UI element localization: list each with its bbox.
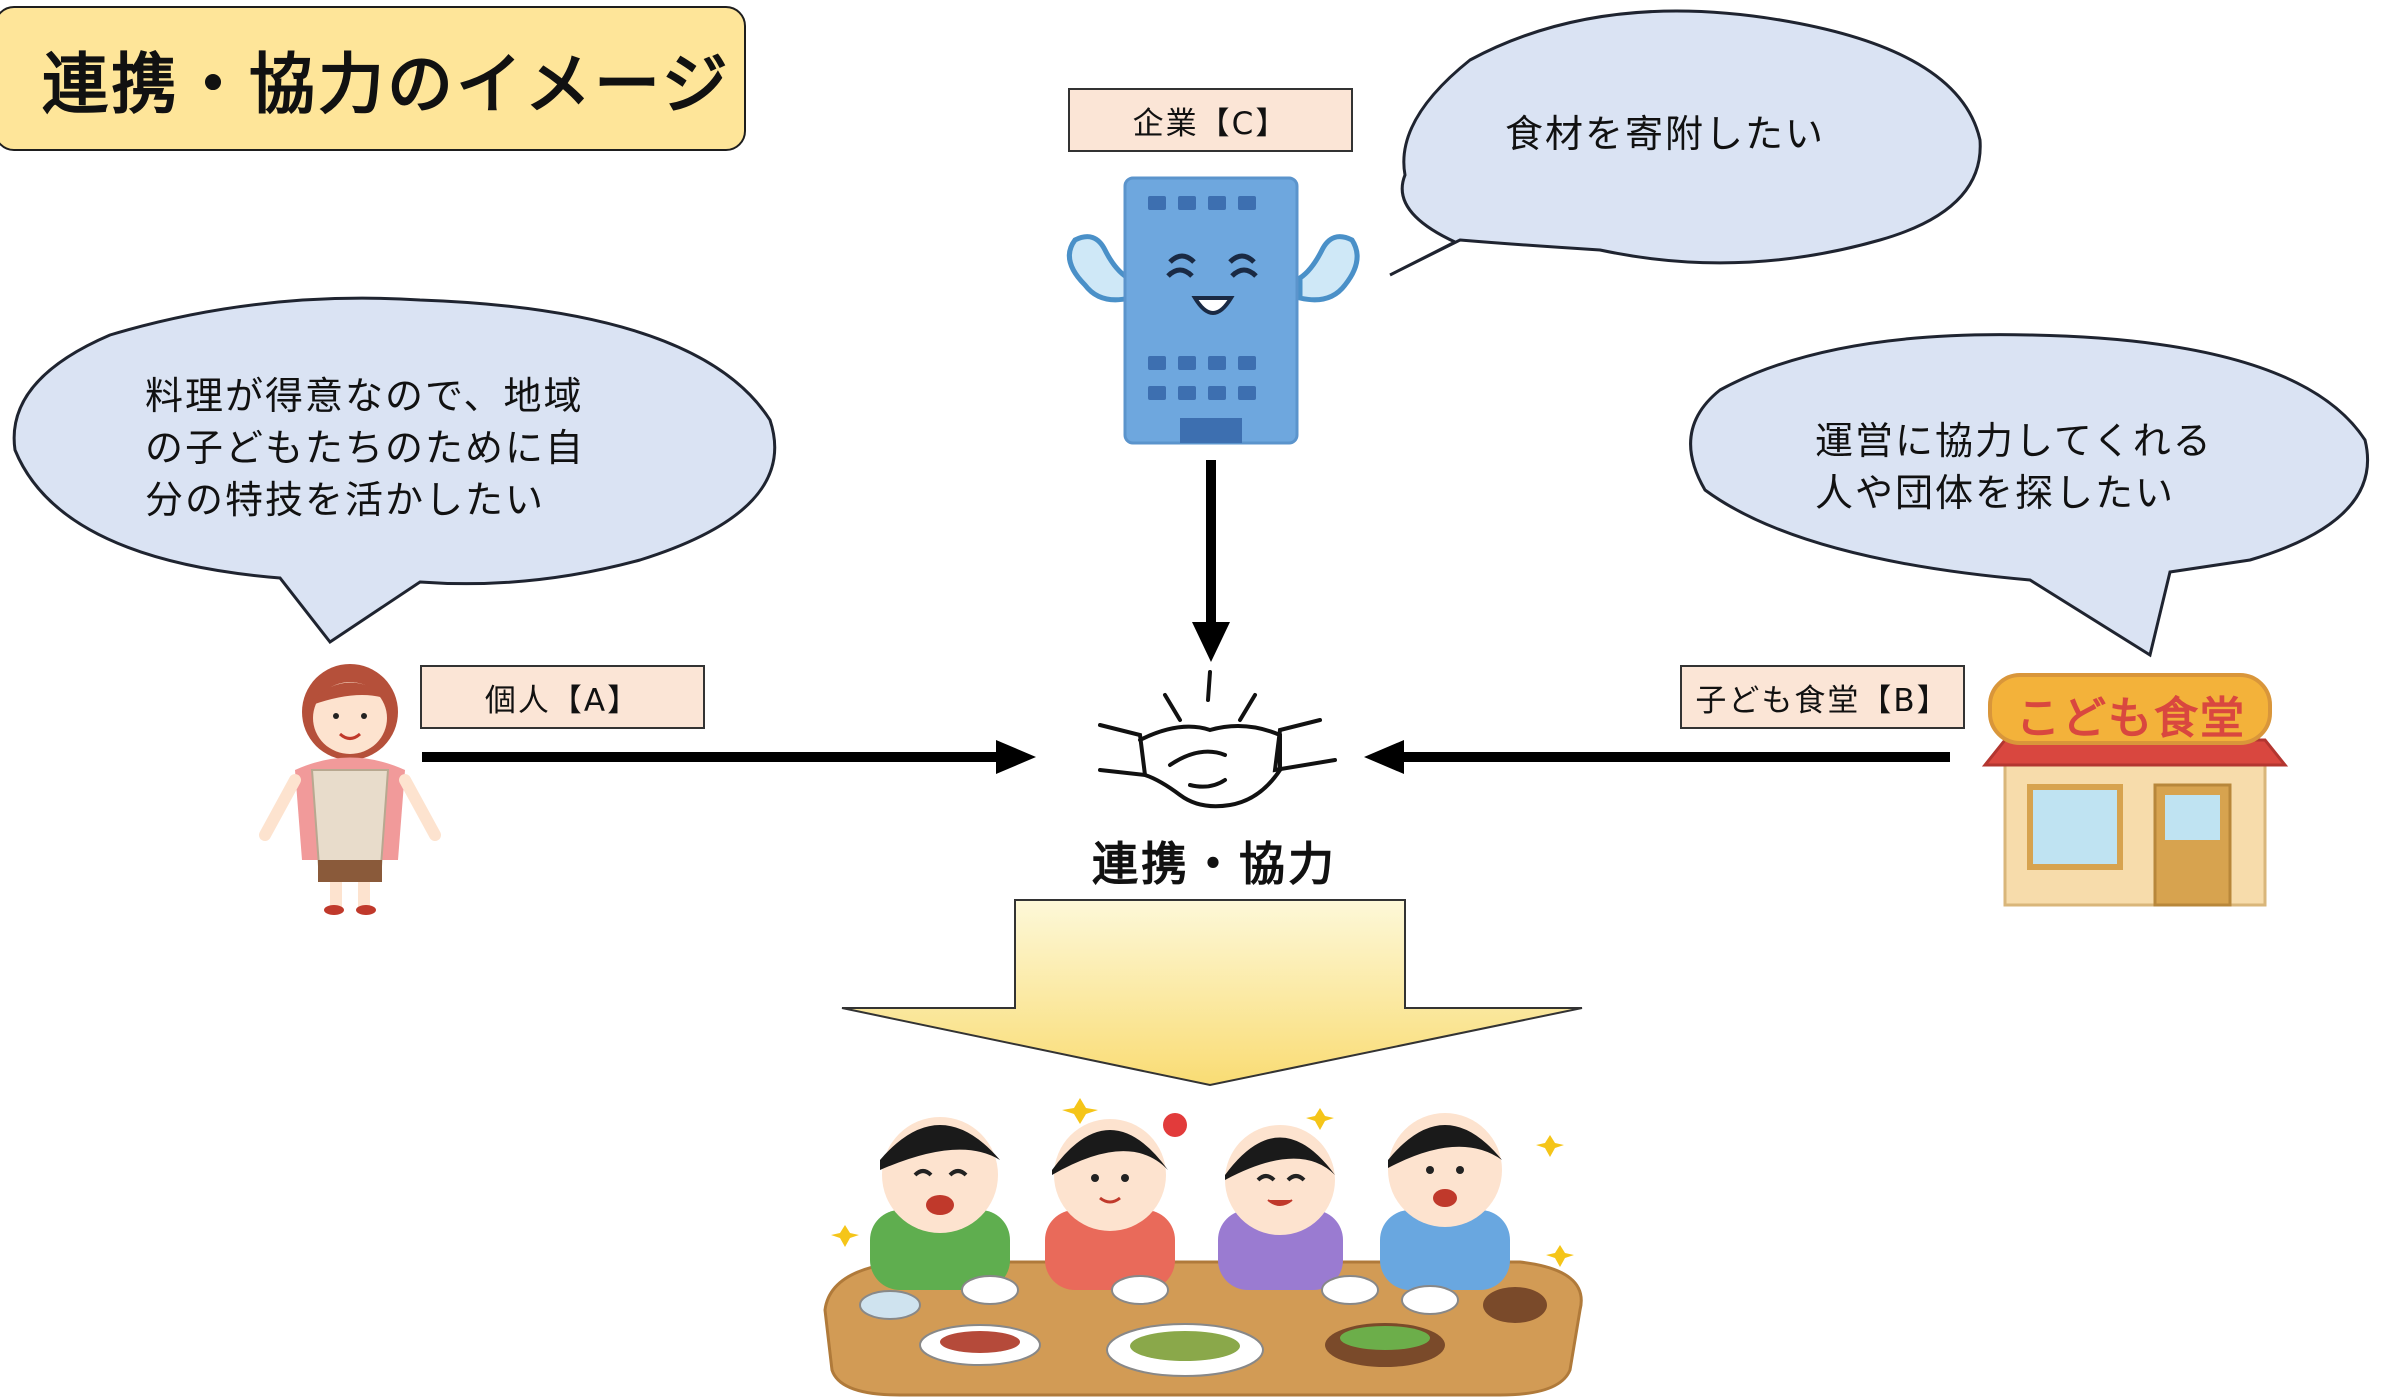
cafeteria-speech-bubble: [1689, 333, 2370, 658]
individual-label-text: 個人【A】: [484, 682, 641, 719]
woman-in-apron-icon: [259, 664, 441, 915]
arrow-cafeteria-to-center: [1364, 740, 1950, 774]
individual-label: 個人【A】: [420, 665, 705, 729]
children-eating-together-icon: [823, 1098, 1583, 1397]
handshake-icon: [1098, 670, 1337, 809]
cafeteria-speech-text: 運営に協力してくれる 人や団体を探したい: [1815, 415, 2213, 519]
cafeteria-speech-line-1: 運営に協力してくれる: [1815, 419, 2213, 463]
individual-speech-text: 料理が得意なので、地域 の子どもたちのために自 分の特技を活かしたい: [145, 370, 585, 526]
cafeteria-speech-line-2: 人や団体を探したい: [1815, 471, 2176, 515]
company-label-text: 企業【C】: [1132, 105, 1289, 142]
individual-speech-line-3: 分の特技を活かしたい: [145, 478, 546, 522]
company-speech-text: 食材を寄附したい: [1505, 108, 1825, 160]
kodomo-shokudo-building-icon: [1981, 673, 2289, 907]
cafeteria-label-text: 子ども食堂【B】: [1695, 682, 1950, 719]
company-label: 企業【C】: [1068, 88, 1353, 152]
individual-speech-line-2: の子どもたちのために自: [145, 426, 586, 470]
cafeteria-sign-text: こども食堂: [2016, 693, 2246, 744]
individual-speech-bubble: [12, 296, 777, 645]
cafeteria-label: 子ども食堂【B】: [1680, 665, 1965, 729]
title-box: 連携・協力のイメージ: [0, 6, 746, 151]
page-title: 連携・協力のイメージ: [42, 45, 731, 123]
center-label: 連携・協力: [1092, 837, 1337, 891]
arrow-company-to-center: [1192, 460, 1230, 662]
company-speech-bubble: [1389, 9, 1982, 277]
result-block-arrow: [841, 899, 1583, 1087]
company-speech-line: 食材を寄附したい: [1505, 112, 1826, 156]
arrow-individual-to-center: [422, 740, 1036, 774]
individual-speech-line-1: 料理が得意なので、地域: [145, 374, 584, 418]
office-building-character-icon: [1066, 176, 1360, 445]
